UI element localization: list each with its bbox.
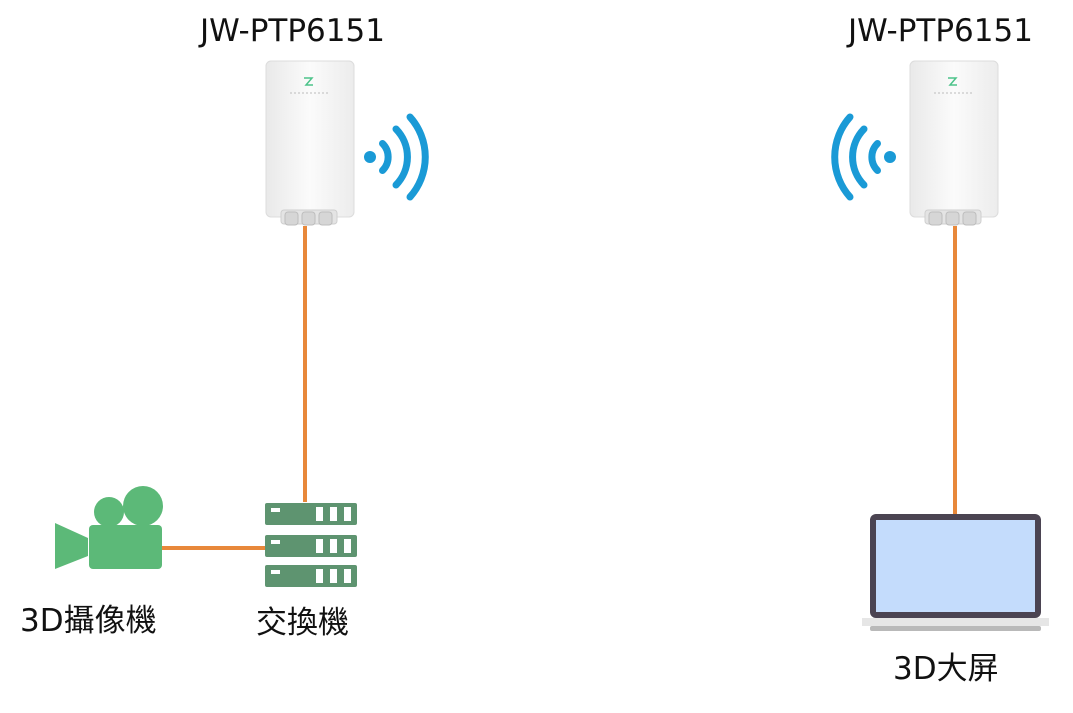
screen-label: 3D大屏 <box>893 651 999 687</box>
network-switch-icon <box>265 503 357 587</box>
wifi-right-icon <box>831 113 896 201</box>
laptop-icon <box>862 514 1049 631</box>
ap-right-label: JW-PTP6151 <box>848 13 1033 49</box>
ap-right-device-icon <box>909 60 999 226</box>
wifi-left-icon <box>364 113 429 201</box>
camera-label: 3D攝像機 <box>20 603 157 639</box>
cable-links <box>162 226 957 550</box>
ap-left-device-icon <box>265 60 355 226</box>
ap-left-label: JW-PTP6151 <box>200 13 385 49</box>
video-camera-icon <box>55 486 163 569</box>
switch-label: 交換機 <box>256 605 349 641</box>
